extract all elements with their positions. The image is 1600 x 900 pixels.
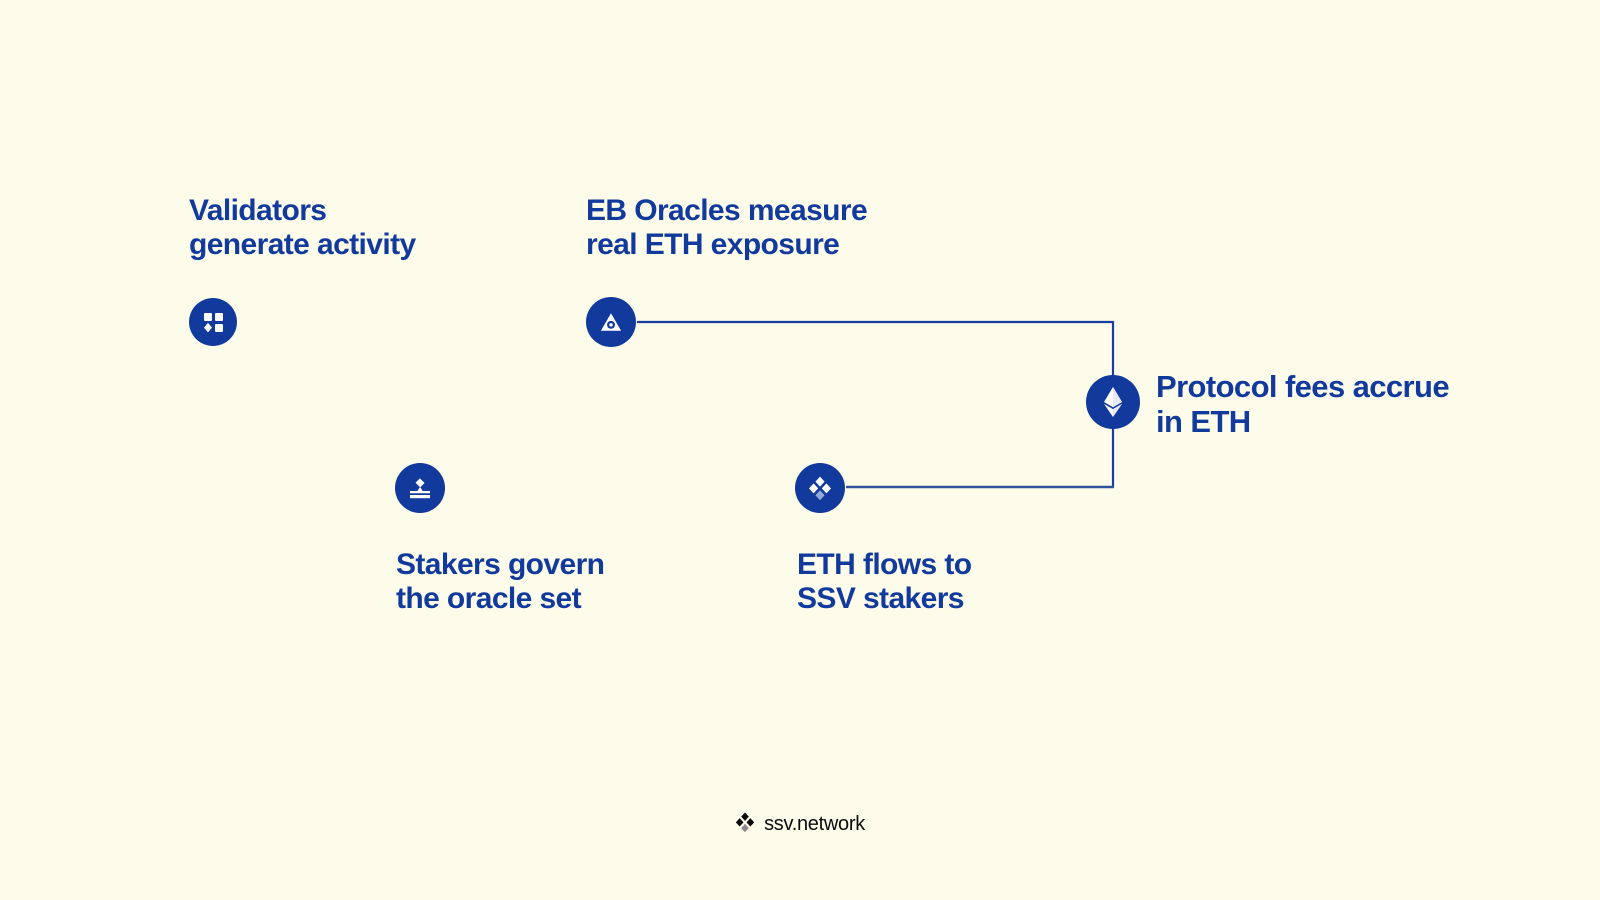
footer-brand: ssv.network — [0, 812, 1600, 837]
label-eb-oracles: EB Oracles measure real ETH exposure — [586, 194, 868, 261]
node-validators[interactable] — [189, 298, 237, 346]
oracle-eye-triangle-icon — [600, 312, 622, 332]
label-protocol-fees: Protocol fees accrue in ETH — [1156, 369, 1450, 439]
node-protocol-fees[interactable] — [1086, 375, 1140, 429]
brand-name: ssv.network — [764, 813, 865, 835]
ballot-box-icon — [408, 477, 432, 499]
grid-validators-icon — [203, 312, 223, 332]
ssv-diamonds-logo-icon — [735, 812, 755, 837]
label-stakers-govern: Stakers govern the oracle set — [396, 548, 605, 615]
node-eb-oracles[interactable] — [586, 297, 636, 347]
ssv-diamonds-icon — [808, 476, 832, 500]
edge-oracles-to-fees-path — [637, 320, 1115, 487]
node-eth-flows[interactable] — [795, 463, 845, 513]
label-validators: Validators generate activity — [189, 194, 416, 261]
label-eth-flows: ETH flows to SSV stakers — [797, 548, 972, 615]
ethereum-diamond-icon — [1103, 387, 1123, 417]
node-stakers-govern[interactable] — [395, 463, 445, 513]
